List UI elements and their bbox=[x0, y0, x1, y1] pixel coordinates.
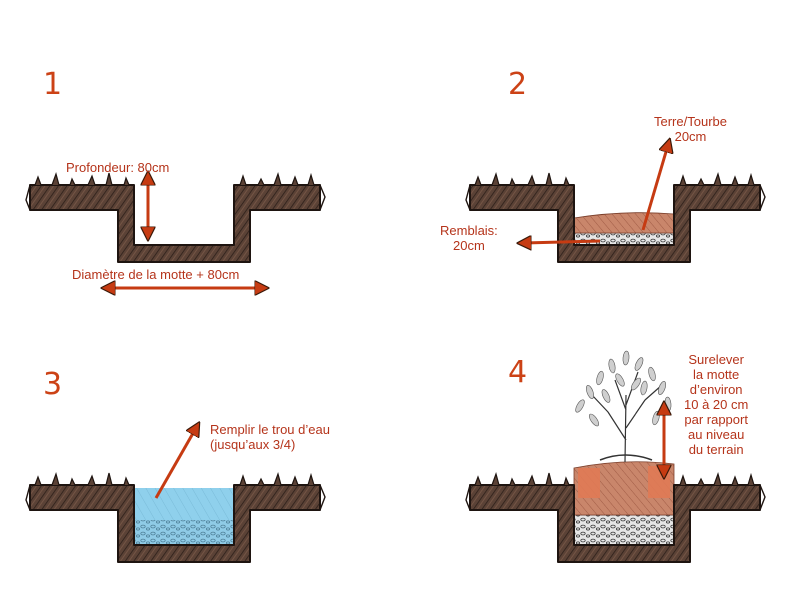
backfill-label: Remblais: 20cm bbox=[440, 223, 498, 253]
root-ball-left bbox=[578, 468, 600, 498]
tree-icon bbox=[575, 350, 672, 463]
raise-label-line1: Surelever bbox=[688, 352, 744, 367]
root-ball-right bbox=[648, 466, 670, 498]
fill-arrow bbox=[154, 428, 196, 499]
step-2-number: 2 bbox=[508, 67, 528, 102]
step-1-number: 1 bbox=[43, 67, 63, 102]
soil-label: Terre/Tourbe 20cm bbox=[654, 114, 727, 144]
step-4-panel: 4 bbox=[440, 300, 800, 600]
soil-label-line1: Terre/Tourbe bbox=[654, 114, 727, 129]
raise-label-line7: du terrain bbox=[688, 442, 744, 457]
ground-profile bbox=[25, 172, 326, 263]
depth-label: Profondeur: 80cm bbox=[66, 160, 170, 175]
raise-label: Surelever la motte d’environ 10 à 20 cm … bbox=[684, 352, 748, 457]
raise-label-line6: au niveau bbox=[687, 427, 745, 442]
step-1-panel: 1 Profondeur: 80cm Diamètre de la motte … bbox=[0, 0, 400, 300]
step-3-panel: 3 Remplir le trou d’eau (jusqu’aux 3/4) bbox=[0, 300, 400, 600]
step-4-hole-diagram bbox=[465, 350, 766, 563]
soil-label-line2: 20cm bbox=[674, 129, 707, 144]
fill-label: Remplir le trou d’eau (jusqu’aux 3/4) bbox=[210, 422, 330, 452]
submerged-gravel-layer bbox=[134, 520, 234, 548]
raise-label-line3: d’environ bbox=[689, 382, 743, 397]
backfill-label-line1: Remblais: bbox=[440, 223, 498, 238]
raise-label-line5: par rapport bbox=[684, 412, 748, 427]
soil-arrow bbox=[641, 145, 668, 231]
step-3-number: 3 bbox=[43, 367, 63, 402]
step-2-hole-diagram bbox=[465, 0, 766, 263]
step-4-number: 4 bbox=[508, 355, 528, 390]
fill-label-line1: Remplir le trou d’eau bbox=[210, 422, 330, 437]
soil-layer bbox=[573, 212, 675, 234]
step-2-panel: 2 Terre/Tourbe 20cm Remblais: 20cm bbox=[440, 0, 800, 300]
diameter-label: Diamètre de la motte + 80cm bbox=[72, 267, 240, 282]
raise-label-line2: la motte bbox=[693, 367, 740, 382]
raise-label-line4: 10 à 20 cm bbox=[684, 397, 749, 412]
fill-label-line2: (jusqu’aux 3/4) bbox=[210, 437, 296, 452]
backfill-arrow bbox=[524, 241, 601, 243]
water-layer bbox=[134, 488, 234, 520]
step-1-hole-diagram bbox=[25, 0, 326, 300]
step-3-hole-diagram bbox=[25, 300, 326, 563]
backfill-label-line2: 20cm bbox=[453, 238, 485, 253]
